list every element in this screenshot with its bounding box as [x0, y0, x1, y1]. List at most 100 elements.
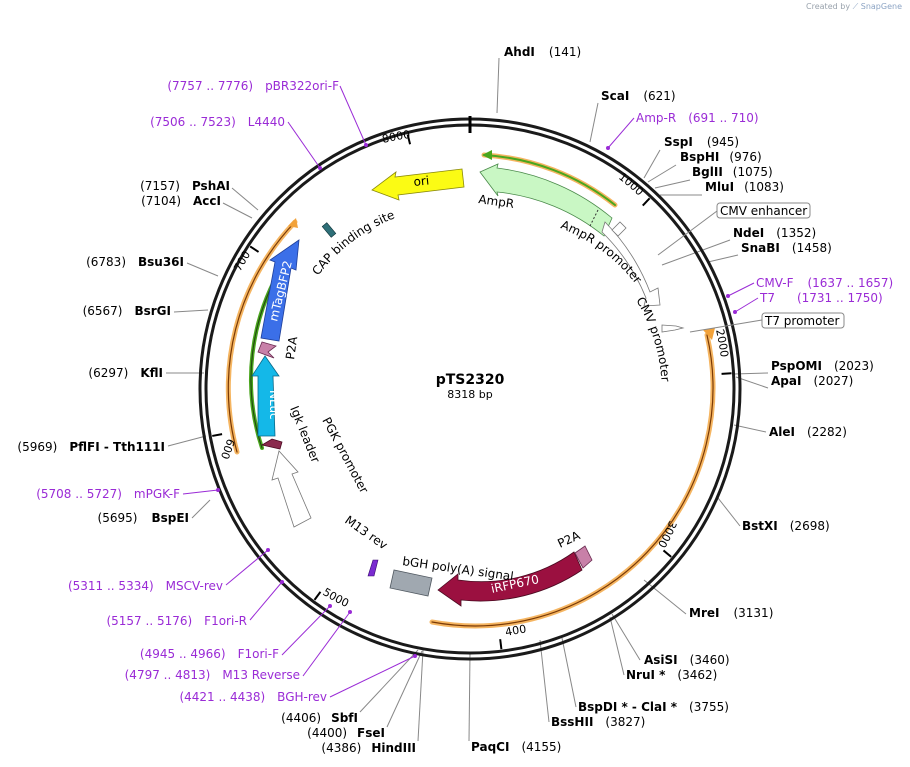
tick-label-7000: 7000: [0, 0, 253, 273]
p2a-top-label: P2A: [283, 335, 300, 361]
p2a-bottom-arrow: [574, 545, 593, 569]
enzyme-label-mrei: MreI(3131): [689, 606, 773, 620]
bgh-polya-box: [389, 569, 433, 597]
leader-line: [643, 579, 687, 615]
snapgene-logo: ⟋ SnapGene: [852, 2, 902, 11]
tick-mark: [721, 372, 732, 375]
primer-site-mark: [413, 654, 417, 658]
tick-label-2000: 2000: [713, 328, 731, 358]
nluc-label: NLuc: [267, 390, 281, 420]
features: [251, 163, 685, 607]
primer-label-f1ori-r: (5157 .. 5176)F1ori-R: [106, 614, 247, 628]
tick-label-8000: 8000: [381, 128, 411, 146]
cap-binding-site-box: [321, 222, 337, 238]
tick-mark: [406, 134, 412, 145]
tick-mark: [662, 549, 672, 558]
enzyme-label-pshai: (7157)PshAI: [140, 179, 230, 193]
boxed-feature-leader-line: [689, 319, 763, 333]
enzyme-label-scai: ScaI(621): [601, 89, 676, 103]
tick-mark: [249, 245, 260, 253]
primer-site-mark: [328, 604, 332, 608]
primer-leader-line: [329, 655, 416, 698]
primer-site-mark: [280, 580, 284, 584]
leader-line: [733, 424, 767, 433]
enzyme-label-bstxi: BstXI(2698): [742, 519, 830, 533]
leader-line: [707, 254, 739, 263]
leader-line: [417, 649, 424, 742]
igk-leader-arrow: [260, 438, 283, 450]
enzyme-label-pflfi-tth111i: (5969)PflFI - Tth111I: [17, 440, 165, 454]
igk-leader-label: Igk leader: [287, 404, 322, 465]
tick-mark: [212, 433, 223, 437]
ori-label: ori: [413, 173, 430, 189]
primer-label-mscv-rev: (5311 .. 5334)MSCV-rev: [68, 579, 223, 593]
ori-arrow: [371, 168, 465, 201]
primer-leader-line: [727, 282, 755, 297]
tick-mark: [499, 639, 503, 650]
pgk-promoter-label: PGK promoter: [319, 415, 371, 496]
t7-promoter-label: T7 promoter: [764, 314, 840, 328]
irfp670-arrow: [437, 551, 583, 607]
enzyme-label-bsrgi: (6567)BsrGI: [83, 304, 171, 318]
leader-line: [359, 649, 419, 713]
orf-arc-right-dark: [431, 334, 714, 627]
plasmid-name: pTS2320: [436, 372, 505, 388]
snapgene-credit: Created by ⟋ SnapGene: [806, 2, 902, 11]
enzyme-label-acci: (7104)AccI: [141, 194, 221, 208]
primer-leader-line: [287, 121, 321, 169]
orf-arrowhead-left: [288, 218, 298, 228]
ampr-dotted-divider: [589, 209, 599, 227]
leader-line: [561, 637, 577, 708]
boxed-feature-leader-line: [657, 210, 718, 256]
leader-line: [654, 179, 691, 189]
primer-label-f1ori-f: (4945 .. 4966)F1ori-F: [140, 647, 279, 661]
enzyme-label-bglii: BglII(1075): [692, 165, 773, 179]
primer-label-cmv-f: CMV-F(1637 .. 1657): [756, 276, 893, 290]
leader-line: [386, 650, 423, 728]
p2a-bottom-label: P2A: [555, 528, 583, 551]
t7-promoter-box: [761, 312, 845, 329]
leader-line: [643, 149, 661, 179]
primer-label-m13-reverse: (4797 .. 4813)M13 Reverse: [125, 668, 300, 682]
primer-site-mark: [364, 143, 368, 147]
primer-label-pbr322ori-f: (7757 .. 7776)pBR322ori-F: [167, 79, 339, 93]
m13-rev-arrow: [367, 559, 379, 577]
enzyme-label-paqci: PaqCI(4155): [471, 740, 561, 754]
p2a-top-arrow: [257, 341, 277, 359]
cap-binding-site-label: CAP binding site: [309, 208, 396, 278]
primer-leader-line: [607, 117, 635, 149]
primer-marks: [182, 85, 763, 698]
primer-site-mark: [318, 166, 322, 170]
primer-label-mpgk-f: (5708 .. 5727)mPGK-F: [36, 487, 180, 501]
tick-label-5000: 5000: [320, 585, 351, 610]
leader-line: [231, 187, 259, 211]
ampr-label: AmpR: [478, 192, 515, 211]
leader-line: [717, 497, 741, 527]
tick-mark: [313, 591, 322, 601]
leader-line: [589, 102, 599, 143]
enzyme-label-kfli: (6297)KflI: [88, 366, 163, 380]
pgk-promoter-arrow: [271, 450, 312, 528]
leader-line: [468, 652, 471, 742]
boxed-feature-labels: CMV enhancer T7 promoter: [716, 202, 845, 329]
leader-line: [539, 639, 550, 723]
tick-mark: [642, 197, 651, 207]
enzyme-label-hindiii: (4386)HindIII: [321, 741, 416, 755]
orf-arc-ampr-green: [483, 154, 616, 206]
primer-label-l4440: (7506 .. 7523)L4440: [150, 115, 285, 129]
enzyme-label-alei: AleI(2282): [769, 425, 847, 439]
leader-line: [191, 499, 211, 519]
orf-arrowhead-ampr: [482, 150, 492, 160]
primer-label-t7: T7(1731 .. 1750): [759, 291, 883, 305]
primer-site-mark: [216, 488, 220, 492]
orf-arrowheads: [288, 150, 715, 340]
plasmid-length: 8318 bp: [447, 388, 492, 401]
leader-line: [609, 616, 625, 676]
enzyme-label-nrui: NruI *(3462): [626, 668, 717, 682]
cmv-promoter-label: CMV promoter: [633, 294, 672, 382]
primer-leader-line: [182, 489, 219, 495]
cmv-enhancer-box: [716, 202, 811, 219]
primer-site-mark: [266, 548, 270, 552]
enzyme-label-pspomi: PspOMI(2023): [771, 359, 874, 373]
